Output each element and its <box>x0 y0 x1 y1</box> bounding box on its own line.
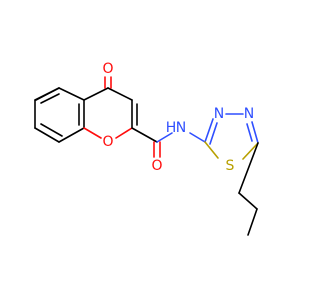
bond-thia-3 <box>251 121 259 144</box>
bond-benzo-3 <box>58 127 85 143</box>
atom-o-ring: O <box>102 134 113 150</box>
bond-thia-1b <box>209 122 218 145</box>
bond-pyran-5 <box>83 127 102 139</box>
bond-pyran-1 <box>83 87 109 101</box>
bond-thia-3b <box>246 123 253 142</box>
bond-propyl-1 <box>238 142 259 194</box>
atom-s-ring: S <box>226 158 235 174</box>
bond-thia-5 <box>242 142 259 160</box>
bond-propyl-3 <box>247 208 258 236</box>
bond-benzo-4 <box>34 127 60 143</box>
bond-propyl-2 <box>238 192 258 210</box>
atom-h-amide: H <box>166 120 177 136</box>
atom-o-amide: O <box>151 158 162 174</box>
atom-n-ring-b: N <box>244 106 254 122</box>
bond-benzo-6 <box>35 87 60 101</box>
bond-benzo-4b <box>40 123 63 137</box>
molecule-structure-diagram: O O O N H N N S <box>34 61 259 236</box>
bond-amide-c <box>131 127 158 143</box>
atom-n-ring-a: N <box>214 106 224 122</box>
atom-n-amide: N <box>176 120 186 136</box>
bond-benzo-1 <box>58 87 85 101</box>
bond-pyran-4 <box>115 127 133 139</box>
bond-thia-4 <box>204 141 219 159</box>
bond-benzo-6b <box>40 93 60 104</box>
bond-thia-1 <box>204 118 214 143</box>
bond-n-ring <box>189 132 206 143</box>
atom-o-ketone: O <box>102 61 113 77</box>
bond-amide-n <box>156 132 173 143</box>
bond-pyran-2 <box>107 87 133 101</box>
